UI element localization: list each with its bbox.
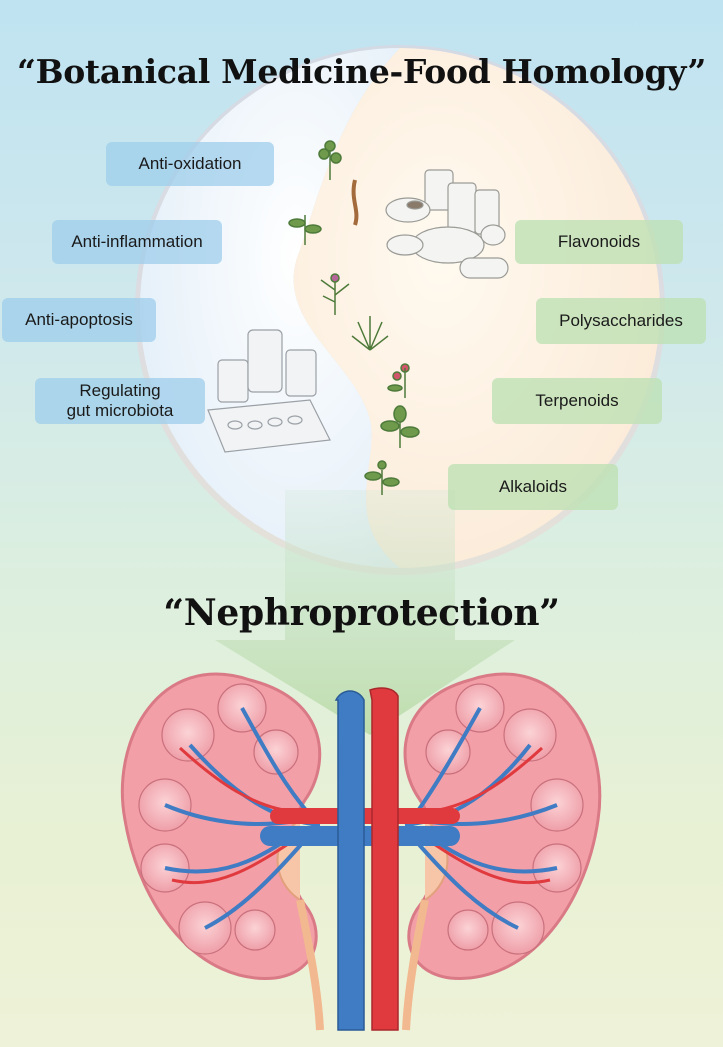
effect-anti-oxidation: Anti-oxidation: [106, 142, 274, 186]
compound-label: Polysaccharides: [559, 311, 683, 330]
yin-yang-right-half: [293, 48, 660, 568]
food-bottles-icon: [385, 169, 509, 279]
effect-anti-apoptosis: Anti-apoptosis: [2, 298, 156, 342]
compound-label: Flavonoids: [557, 232, 641, 251]
compound-label: Terpenoids: [535, 391, 619, 410]
compound-terpenoids: Terpenoids: [492, 378, 662, 424]
vena-cava: [334, 690, 365, 1031]
effect-label-line2: gut microbiota: [66, 401, 174, 420]
aorta: [369, 687, 399, 1031]
main-title: “Botanical Medicine-Food Homology”: [16, 52, 707, 91]
herb-icons: [288, 140, 420, 495]
pill-bottles-icon: [207, 329, 331, 453]
effect-label: Anti-apoptosis: [25, 310, 133, 329]
effect-label-line1: Regulating: [79, 381, 161, 400]
compound-polysaccharides: Polysaccharides: [536, 298, 706, 344]
effect-label: Anti-inflammation: [71, 232, 203, 251]
compound-flavonoids: Flavonoids: [515, 220, 683, 264]
compound-alkaloids: Alkaloids: [448, 464, 618, 510]
effect-regulating-gut-microbiota: Regulating gut microbiota: [35, 378, 205, 424]
effect-label: Anti-oxidation: [138, 154, 242, 173]
compound-label: Alkaloids: [498, 477, 568, 496]
subtitle: “Nephroprotection”: [163, 592, 560, 634]
down-arrow: [215, 490, 515, 735]
effect-anti-inflammation: Anti-inflammation: [52, 220, 222, 264]
kidneys-illustration: [120, 672, 602, 1031]
